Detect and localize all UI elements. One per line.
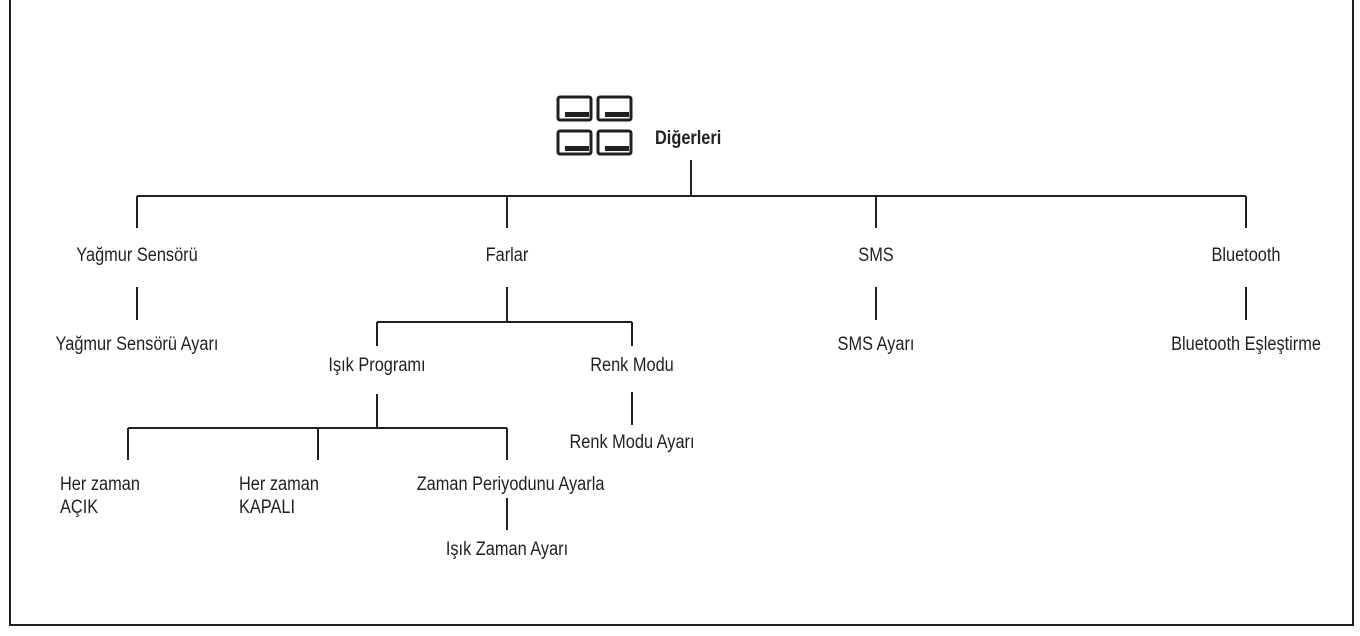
category-farlar: Farlar bbox=[485, 245, 529, 266]
option-acik-line2: AÇIK bbox=[60, 497, 99, 518]
diagram-frame bbox=[9, 0, 1354, 626]
renk-modu: Renk Modu bbox=[590, 355, 674, 376]
isik-programi: Işık Programı bbox=[328, 355, 426, 376]
category-yagmur-sensoru: Yağmur Sensörü bbox=[76, 245, 198, 266]
yagmur-sensoru-ayari: Yağmur Sensörü Ayarı bbox=[55, 334, 219, 355]
option-kapali-line2: KAPALI bbox=[239, 497, 296, 518]
option-her-zaman-kapali: Her zaman KAPALI bbox=[239, 473, 359, 519]
option-acik-line1: Her zaman bbox=[60, 474, 140, 495]
option-her-zaman-acik: Her zaman AÇIK bbox=[60, 473, 180, 519]
sms-ayari: SMS Ayarı bbox=[837, 334, 915, 355]
root-title: Diğerleri bbox=[655, 128, 722, 149]
bluetooth-eslestirme: Bluetooth Eşleştirme bbox=[1171, 334, 1321, 355]
menu-grid-icon bbox=[556, 95, 633, 156]
option-kapali-line1: Her zaman bbox=[239, 474, 319, 495]
category-bluetooth: Bluetooth bbox=[1211, 245, 1281, 266]
option-zaman-periyodu: Zaman Periyodunu Ayarla bbox=[416, 474, 605, 495]
isik-zaman-ayari: Işık Zaman Ayarı bbox=[445, 539, 569, 560]
category-sms: SMS bbox=[858, 245, 894, 266]
renk-modu-ayari: Renk Modu Ayarı bbox=[569, 432, 695, 453]
